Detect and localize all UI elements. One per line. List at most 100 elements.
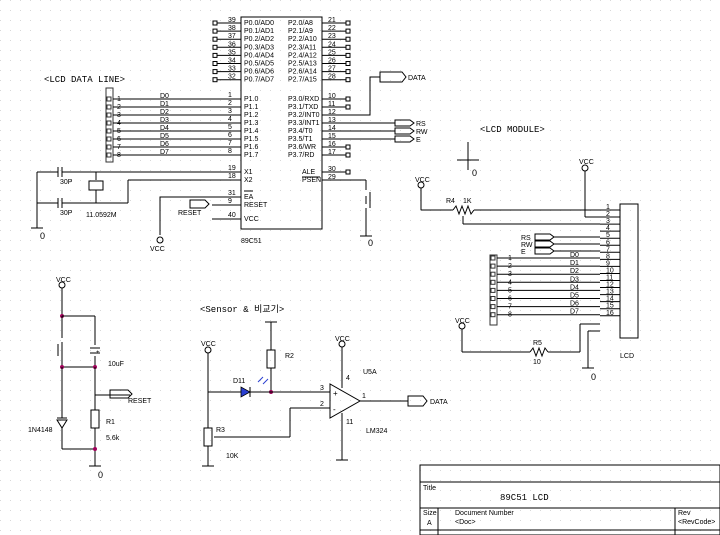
- crystal-gnd-label: 0: [40, 231, 45, 241]
- lcd-pin-number: 14: [606, 296, 614, 303]
- mcu-pin-number: 1: [228, 92, 232, 99]
- reset-net-label: RESET: [128, 398, 152, 405]
- tb-docnum: <Doc>: [455, 519, 476, 526]
- mcu-89c51: 89C51 1P1.02P1.13P1.24P1.35P1.46P1.57P1.…: [212, 16, 353, 245]
- mcu-ref: 89C51: [241, 238, 262, 245]
- lcd-data-net-label: D7: [160, 149, 169, 156]
- mcu-pin-label: X1: [244, 169, 253, 176]
- port2-pin-number: 27: [328, 66, 336, 73]
- port2-pin-label: P2.3/A11: [288, 44, 316, 51]
- port2-pin-label: P2.5/A13: [288, 61, 317, 68]
- op-amp-lm324: [329, 383, 362, 419]
- lcd-pin-number: 9: [606, 260, 610, 267]
- r1-ref: R1: [106, 419, 115, 426]
- r4-resistor: [452, 204, 475, 216]
- port2-pin-box: [345, 44, 351, 50]
- port0-pin-number: 36: [228, 41, 236, 48]
- mcu-pin-label: P1.0: [244, 96, 259, 103]
- lcd-pin-number: 3: [606, 218, 610, 225]
- op-pin-v: 4: [346, 375, 350, 382]
- e-label: E: [416, 137, 421, 144]
- mcu-ea-reset-wiring: VCC RESET: [150, 196, 212, 253]
- r1-value: 5.6k: [106, 435, 120, 442]
- rw-label: RW: [416, 129, 428, 136]
- tb-docnum-label: Document Number: [455, 510, 514, 517]
- data-net-label: DATA: [408, 75, 426, 82]
- mcu-pin-label: P1.4: [244, 128, 259, 135]
- lcd-pin-number: 16: [606, 310, 614, 317]
- port3-pin-number: 12: [328, 109, 336, 116]
- lcd-data-header-pin: 3: [117, 112, 121, 119]
- port0-pin-number: 38: [228, 25, 236, 32]
- lcd-data-header-pin: 5: [508, 287, 512, 294]
- rs-label: RS: [416, 121, 426, 128]
- d11-led: [240, 386, 251, 398]
- port2-pin-label: P2.0/A8: [288, 20, 313, 27]
- lcd-data-net-label: D2: [570, 268, 579, 275]
- port0-pin-label: P0.0/AD0: [244, 20, 274, 27]
- mcu-pin-number: 31: [228, 190, 236, 197]
- r5-resistor: [529, 346, 549, 358]
- sensor-vcc-label: VCC: [201, 341, 216, 348]
- port0-pin-label: P0.1/AD1: [244, 28, 274, 35]
- lcd-rw-label: RW: [521, 242, 533, 249]
- mcu-pin-number: 8: [228, 148, 232, 155]
- reset-offpage-connector: [109, 389, 133, 399]
- crystal-freq: 11.0592M: [86, 212, 117, 219]
- lcd-data-net-label: D0: [570, 252, 579, 259]
- mcu-pin-number: 7: [228, 140, 232, 147]
- port0-pin-number: 34: [228, 58, 236, 65]
- mcu-pin-label: P1.7: [244, 152, 259, 159]
- reset-circuit: VCC + 10uF RESET 1N4148 R1 5.6k 0: [28, 277, 152, 480]
- lcd-data-header-pin: 5: [117, 128, 121, 135]
- lcd-ref: LCD: [620, 353, 634, 360]
- lcd-data-net-label: D0: [160, 93, 169, 100]
- port3-pin-number: 14: [328, 125, 336, 132]
- svg-text:+: +: [333, 389, 338, 398]
- op-pin-g: 11: [346, 419, 353, 426]
- port2-pin-label: P2.7/A15: [288, 77, 317, 84]
- port3-pin-box: [345, 96, 351, 102]
- port2-pin-box: [345, 28, 351, 34]
- lcd-module-section: <LCD MODULE> 0 LCD 123456789101112131415…: [415, 125, 639, 382]
- lcd-data-header-pin: 7: [117, 144, 121, 151]
- lcd-pin-number: 15: [606, 303, 614, 310]
- lcd-data-net-label: D7: [570, 309, 579, 316]
- svg-text:-: -: [333, 405, 336, 414]
- sensor-section: <Sensor & 비교기> R2 VCC D11 R3 10K 3 2 + -…: [200, 304, 448, 467]
- lcd-data-header-pin: 6: [508, 296, 512, 303]
- sensor-data-connector: [407, 395, 428, 407]
- mcu-port3-pins: 10P3.0/RXD11P3.1/TXD12P3.2/INT013P3.3/IN…: [288, 93, 353, 159]
- c2-label: 30P: [60, 210, 73, 217]
- port2-pin-box: [345, 52, 351, 58]
- tb-title: 89C51 LCD: [500, 493, 549, 503]
- mcu-pin-label: VCC: [244, 216, 259, 223]
- port2-pin-number: 23: [328, 33, 336, 40]
- lcd-data-net-label: D2: [160, 109, 169, 116]
- lcd-pin-number: 13: [606, 289, 614, 296]
- tb-rev-label: Rev: [678, 510, 691, 517]
- lcd-pin-number: 7: [606, 246, 610, 253]
- lcd-module-title: <LCD MODULE>: [480, 125, 545, 135]
- lcd-data-header-pin: 1: [508, 255, 512, 262]
- port3-pin-box: [345, 152, 351, 158]
- port2-pin-number: 24: [328, 41, 336, 48]
- port2-pin-number: 21: [328, 17, 336, 24]
- rw-connector: [394, 127, 415, 135]
- lcd-data-net-label: D4: [570, 284, 579, 291]
- lcd-module-body: [619, 203, 639, 339]
- mcu-pin-number: 19: [228, 165, 236, 172]
- lcd-pin-number: 12: [606, 282, 614, 289]
- sensor-data-label: DATA: [430, 399, 448, 406]
- mcu-pin-label: RESET: [244, 202, 268, 209]
- lcd-data-net-label: D3: [160, 117, 169, 124]
- lcd-data-net-label: D3: [570, 276, 579, 283]
- op-part: LM324: [366, 428, 388, 435]
- lcd-rs-label: RS: [521, 235, 531, 242]
- port3-pin-label: P3.2/INT0: [288, 112, 320, 119]
- diode-1n4148: [56, 419, 68, 429]
